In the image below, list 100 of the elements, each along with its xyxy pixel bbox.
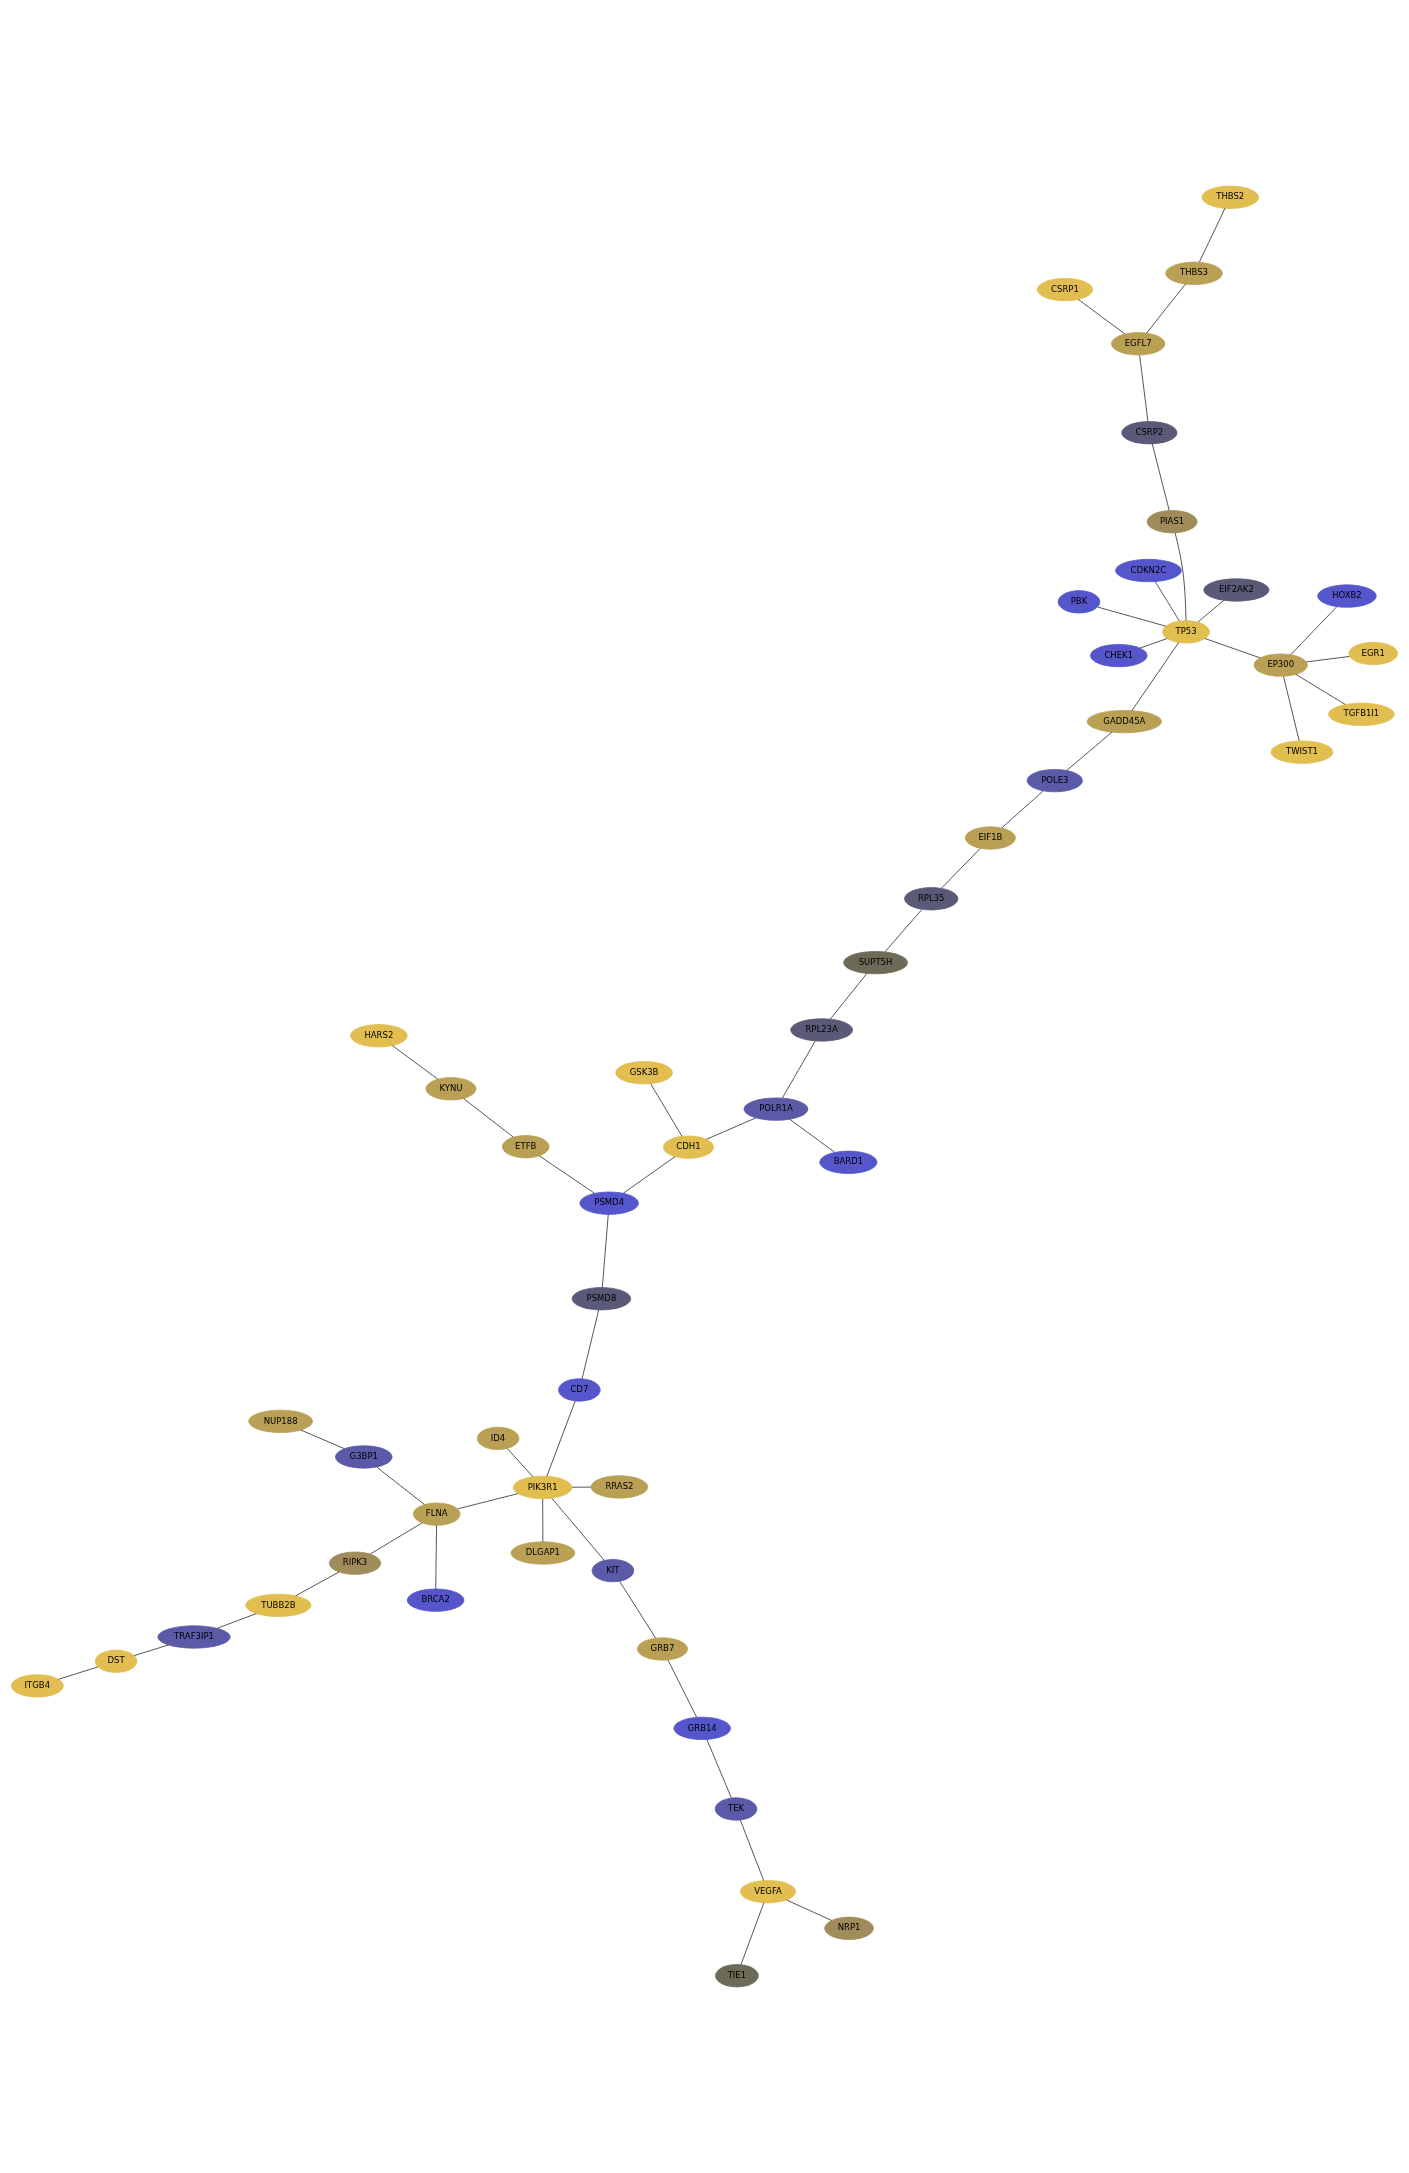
node-ellipse: SUPT5H [843,951,908,975]
connector [392,1045,439,1080]
node-ellipse: THBS3 [1165,261,1223,285]
node-ellipse: NRP1 [824,1916,874,1940]
node-ellipse: CD7 [558,1378,601,1402]
node-ellipse: RPL23A [790,1018,853,1042]
node-ellipse: BRCA2 [406,1588,465,1612]
connector [739,1819,765,1881]
connector [1077,299,1126,335]
connector [1295,674,1346,705]
node-ellipse: EP300 [1253,653,1308,677]
connector [1066,731,1113,771]
node-ellipse: PBK [1057,590,1101,614]
connector [781,1040,816,1099]
connector [542,1498,544,1543]
node-ellipse: PIAS1 [1146,510,1198,534]
node-ellipse: POLR1A [743,1097,809,1121]
connector [1283,676,1300,742]
connector [463,1098,514,1138]
node-ellipse: CDKN2C [1115,558,1182,583]
connector [619,1581,656,1639]
node-ellipse: EIF1B [964,826,1016,850]
node-ellipse: DST [94,1649,138,1673]
node-ellipse: PSMD4 [579,1191,639,1215]
node-ellipse: THBS2 [1201,185,1259,209]
connector [1097,606,1167,627]
connector [706,1117,757,1140]
connector [601,1214,609,1288]
connector [1154,581,1180,622]
node-ellipse: TIE1 [715,1964,759,1988]
connector [884,909,923,953]
connector [546,1400,576,1477]
node-ellipse: EGFL7 [1111,332,1166,356]
node-ellipse: GADD45A [1086,710,1162,734]
node-ellipse: G3BP1 [335,1445,393,1469]
node-ellipse: PSMD8 [571,1287,632,1311]
node-ellipse: EGR1 [1348,641,1398,666]
connector [1174,532,1187,621]
connector [1306,656,1350,663]
connector [538,1155,596,1194]
connector [370,1522,423,1555]
node-ellipse: TP53 [1162,620,1210,644]
node-ellipse: EIF2AK2 [1203,578,1270,602]
connector [622,1156,676,1194]
connector [581,1309,600,1380]
connector [507,1448,534,1478]
node-ellipse: TEK [714,1797,758,1821]
node-ellipse: TUBB2B [245,1593,312,1617]
connector [1290,606,1337,656]
node-ellipse: CHEK1 [1090,644,1148,668]
node-ellipse: ID4 [476,1426,520,1450]
connector [667,1659,698,1718]
node-ellipse: GRB14 [673,1716,731,1740]
node-ellipse: TGFB1I1 [1328,702,1395,726]
node-ellipse: PIK3R1 [512,1475,573,1499]
node-ellipse: POLE3 [1026,769,1083,793]
connector [295,1571,340,1597]
connector [216,1613,257,1629]
node-ellipse: BARD1 [819,1150,878,1174]
node-ellipse: VEGFA [739,1880,797,1904]
connector [1151,443,1170,511]
connector [58,1666,99,1680]
connector [706,1739,732,1799]
connector [789,1118,836,1153]
connector [941,848,981,889]
connector [1139,354,1149,422]
connector [1131,642,1179,711]
node-ellipse: TWIST1 [1270,740,1334,764]
connector [457,1493,519,1510]
connector [740,1902,765,1965]
node-ellipse: TRAF3IP1 [157,1625,231,1649]
node-ellipse: CSRP1 [1036,278,1093,302]
node-ellipse: KIT [591,1559,635,1583]
node-ellipse: GSK3B [615,1061,673,1085]
connector [1198,207,1226,263]
node-ellipse: KYNU [425,1077,477,1101]
connector [650,1083,683,1137]
connector [1204,638,1261,659]
node-ellipse: NUP188 [248,1409,313,1433]
connector [1001,790,1044,829]
node-ellipse: RIPK3 [328,1551,382,1575]
node-ellipse: CSRP2 [1121,421,1178,445]
node-ellipse: ETFB [501,1135,550,1159]
connector [1146,283,1186,334]
connector [786,1899,832,1921]
connector [829,973,868,1020]
node-ellipse: DLGAP1 [510,1541,576,1565]
node-ellipse: RRAS2 [590,1475,649,1499]
connector [376,1466,425,1505]
node-ellipse: HARS2 [350,1024,408,1048]
node-ellipse: RPL35 [904,887,959,911]
connector [1197,600,1225,623]
connector [435,1524,437,1590]
node-ellipse: CDH1 [663,1135,714,1159]
connector [300,1429,345,1450]
connector [133,1644,169,1656]
node-ellipse: FLNA [412,1502,461,1526]
node-ellipse: ITGB4 [10,1674,64,1698]
connector [551,1497,605,1561]
node-ellipse: HOXB2 [1317,584,1377,608]
